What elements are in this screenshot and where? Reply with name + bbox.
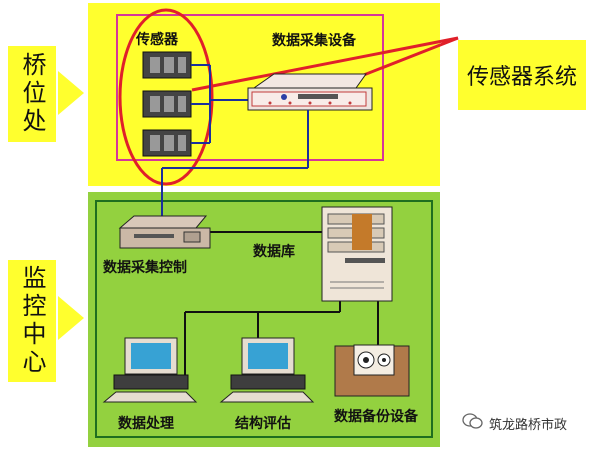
backup-device-label: 数据备份设备: [334, 409, 418, 425]
evaluation-workstation-icon: [219, 337, 315, 403]
monitoring-center-arrow: [58, 296, 84, 340]
monitoring-center-tag: 监控中心: [8, 260, 56, 382]
monitoring-center-frame: [95, 200, 433, 438]
daq-control-icon: [118, 215, 211, 249]
backup-device-icon: [334, 344, 410, 397]
center-network-links: [184, 231, 379, 378]
database-label: 数据库: [253, 244, 295, 260]
database-server-icon: [321, 206, 393, 302]
sensor-highlight-ellipse: [118, 8, 214, 186]
sensor-3-icon: [142, 129, 192, 157]
sensor-system-frame: [116, 14, 384, 161]
daq-device-label: 数据采集设备: [272, 33, 356, 49]
watermark-text: 筑龙路桥市政: [489, 417, 568, 433]
field-to-center-link: [161, 110, 309, 216]
daq-control-label: 数据采集控制: [103, 260, 187, 276]
bridge-site-arrow: [58, 71, 84, 115]
sensor-system-callout: 传感器系统: [458, 40, 586, 110]
watermark: 筑龙路桥市政: [462, 412, 567, 434]
sensor-label: 传感器: [136, 32, 178, 48]
sensor-2-icon: [142, 90, 192, 118]
sensor-1-icon: [142, 51, 192, 79]
processing-label: 数据处理: [118, 416, 174, 432]
daq-device-icon: [247, 73, 373, 111]
evaluation-label: 结构评估: [235, 416, 291, 432]
bridge-site-tag: 桥位处: [8, 46, 56, 142]
chat-icon: [462, 412, 484, 434]
processing-workstation-icon: [102, 337, 198, 403]
sensor-wiring: [191, 64, 248, 144]
